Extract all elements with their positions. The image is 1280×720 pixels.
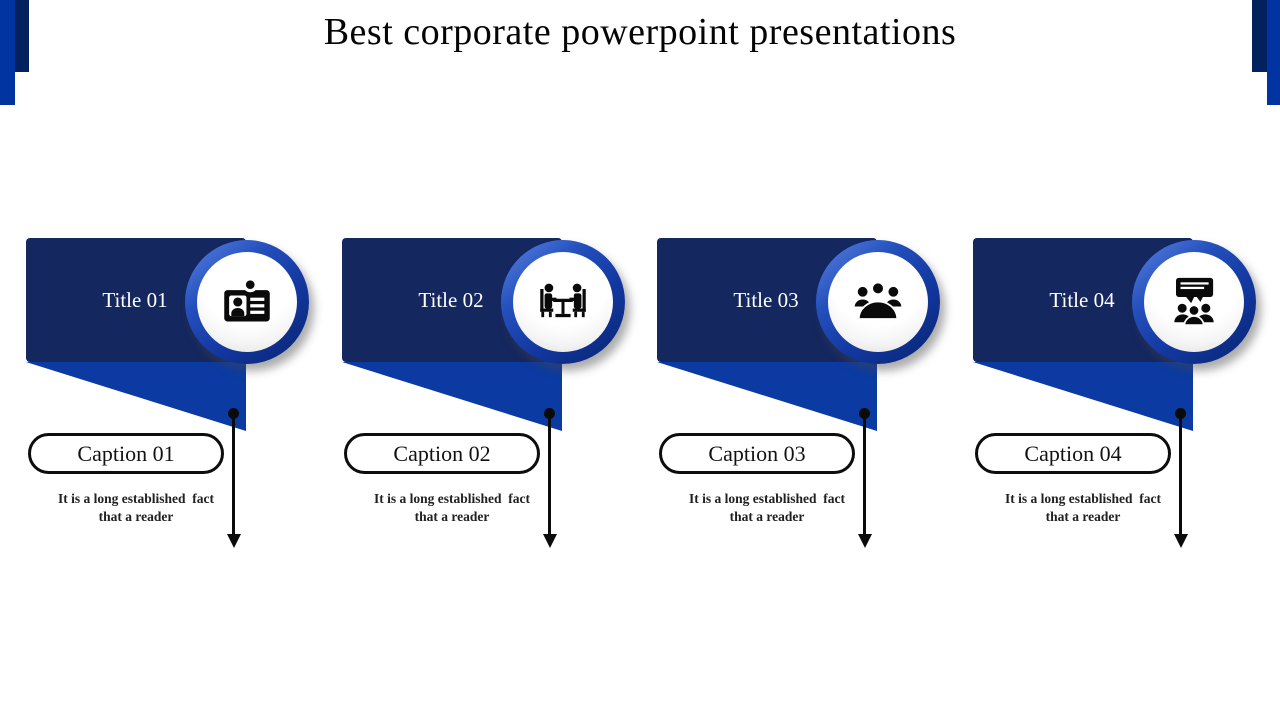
slide-title: Best corporate powerpoint presentations <box>323 11 957 53</box>
folded-ribbon <box>342 362 562 431</box>
step-block-1: Title 01 Caption 01 It is a lo <box>26 238 309 558</box>
description-text: It is a long established fact that a rea… <box>57 491 214 524</box>
description-text: It is a long established fact that a rea… <box>688 491 845 524</box>
top-left-inner-bar <box>15 0 29 72</box>
block-title: Title 04 <box>1049 287 1115 312</box>
caption-label: Caption 02 <box>393 440 491 466</box>
badge-circle <box>816 240 940 364</box>
description-text: It is a long established fact that a rea… <box>373 491 530 524</box>
connector-line <box>1179 413 1182 535</box>
badge-inner-disc <box>513 252 613 352</box>
badge-circle <box>1132 240 1256 364</box>
caption-pill: Caption 02 <box>344 433 540 474</box>
step-block-3: Title 03 Caption 03 It is a long establi… <box>657 238 940 558</box>
connector-line <box>232 413 235 535</box>
badge-circle <box>501 240 625 364</box>
arrow-down-icon <box>1173 534 1188 548</box>
folded-ribbon <box>26 362 246 431</box>
folded-ribbon <box>973 362 1193 431</box>
connector-line <box>863 413 866 535</box>
block-title: Title 02 <box>418 287 484 312</box>
top-right-outer-bar <box>1267 0 1280 105</box>
badge-circle <box>185 240 309 364</box>
block-title: Title 03 <box>733 287 799 312</box>
team-group-icon <box>854 281 902 320</box>
caption-label: Caption 01 <box>77 440 175 466</box>
badge-inner-disc <box>1144 252 1244 352</box>
caption-label: Caption 03 <box>708 440 806 466</box>
top-left-outer-bar <box>0 0 15 105</box>
badge-inner-disc <box>197 252 297 352</box>
step-block-2: Title 02 <box>342 238 625 558</box>
caption-pill: Caption 01 <box>28 433 224 474</box>
description-text: It is a long established fact that a rea… <box>1004 491 1161 524</box>
presentation-audience-icon <box>1174 277 1214 326</box>
arrow-down-icon <box>542 534 557 548</box>
id-badge-icon <box>224 277 270 322</box>
arrow-down-icon <box>857 534 872 548</box>
interview-table-icon <box>540 283 586 318</box>
step-block-4: Title 04 <box>973 238 1256 558</box>
arrow-down-icon <box>226 534 241 548</box>
caption-pill: Caption 03 <box>659 433 855 474</box>
badge-inner-disc <box>828 252 928 352</box>
block-title: Title 01 <box>102 287 168 312</box>
caption-pill: Caption 04 <box>975 433 1171 474</box>
connector-line <box>548 413 551 535</box>
top-right-inner-bar <box>1252 0 1267 72</box>
folded-ribbon <box>657 362 877 431</box>
caption-label: Caption 04 <box>1024 440 1122 466</box>
